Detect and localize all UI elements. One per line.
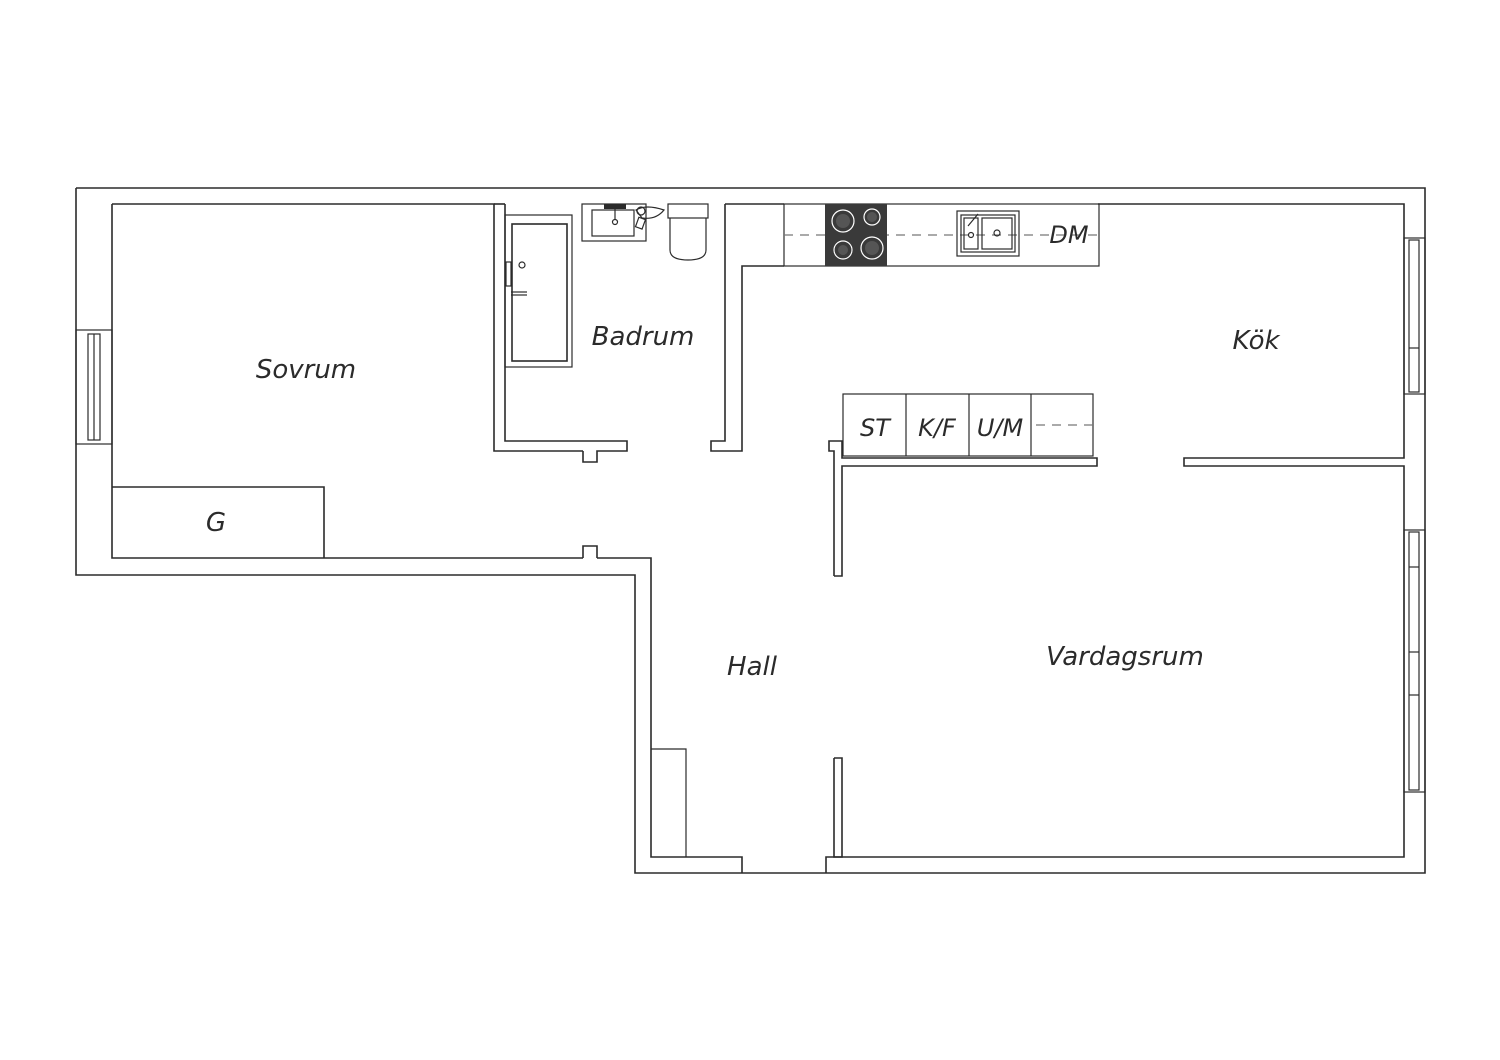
shower-tap-icon	[634, 206, 666, 230]
window-vardagsrum	[1403, 529, 1426, 793]
kitchen-sink-icon	[956, 210, 1020, 257]
room-label-badrum: Badrum	[592, 322, 695, 352]
hall-closet	[651, 748, 687, 857]
oven-microwave-label: U/M	[977, 414, 1024, 442]
room-label-kok: Kök	[1232, 326, 1280, 356]
bathtub	[504, 214, 573, 368]
window-kok	[1403, 237, 1426, 395]
sink-icon	[581, 203, 647, 242]
windows	[75, 237, 1426, 793]
window-sovrum	[75, 329, 113, 445]
stove-label: ST	[860, 414, 892, 442]
appliance-column	[842, 393, 1094, 457]
wardrobe	[112, 486, 325, 558]
bathroom-walls	[494, 203, 784, 463]
room-label-vardagsrum: Vardagsrum	[1046, 642, 1204, 672]
wardrobe-label: G	[206, 508, 226, 538]
door-jambs	[582, 440, 1098, 858]
room-label-hall: Hall	[727, 652, 778, 682]
outer-walls	[75, 187, 1426, 874]
room-label-sovrum: Sovrum	[256, 355, 356, 385]
diskmaskin-label: DM	[1049, 221, 1088, 249]
hob-icon	[825, 204, 887, 266]
toilet-icon	[667, 203, 709, 261]
fridge-freezer-label: K/F	[918, 414, 957, 442]
